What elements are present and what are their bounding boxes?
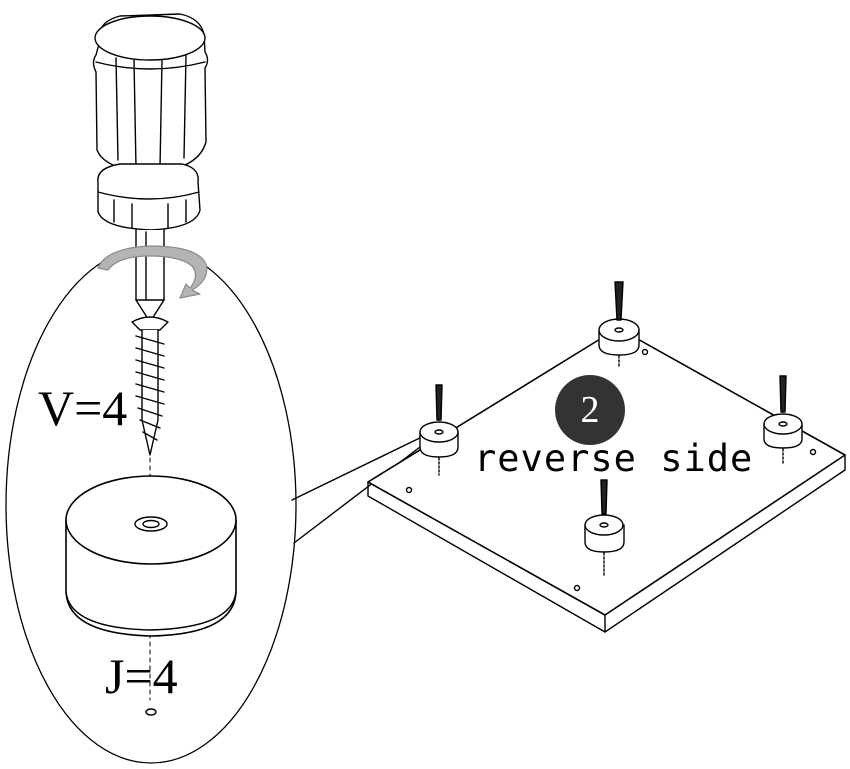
board	[367, 327, 846, 633]
foot-count-label: J=4	[105, 648, 178, 704]
foot-pad-detail	[65, 475, 237, 716]
reverse-side-label: reverse side	[474, 437, 754, 480]
foot-front	[584, 479, 625, 576]
screw-count-label: V=4	[38, 380, 128, 436]
screwdriver-icon	[92, 13, 209, 323]
screw-detail	[131, 316, 169, 456]
step-number-badge: 2	[555, 375, 625, 445]
foot-right	[763, 375, 803, 466]
foot-top	[598, 281, 640, 369]
rotation-arrow-icon	[97, 245, 208, 299]
foot-left	[419, 384, 459, 476]
